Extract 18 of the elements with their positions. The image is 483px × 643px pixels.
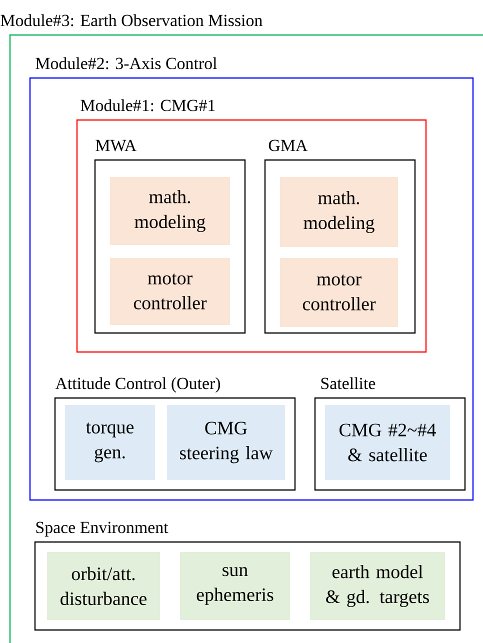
group-heading: Module#2: 3-Axis Control [36,57,217,70]
group-heading: MWA [96,140,136,152]
group-heading: GMA [268,140,308,152]
component-box: motor controller [280,258,398,327]
group-heading: Module#1: CMG#1 [80,99,215,112]
component-box: sun ephemeris [180,552,290,620]
group-heading: Satellite [321,377,376,390]
component-box: motor controller [110,258,230,325]
component-box: CMG #2~#4 & satellite [325,405,450,480]
group-heading: Attitude Control (Outer) [55,377,220,393]
group-heading: Module#3: Earth Observation Mission [0,14,262,26]
component-box: math. modeling [110,177,230,245]
component-box: torque gen. [65,405,155,480]
component-box: math. modeling [280,177,398,247]
component-box: CMG steering law [167,405,285,480]
component-box: earth model & gd. targets [310,552,445,620]
component-box: orbit/att. disturbance [47,552,160,620]
group-heading: Space Environment [36,522,168,537]
